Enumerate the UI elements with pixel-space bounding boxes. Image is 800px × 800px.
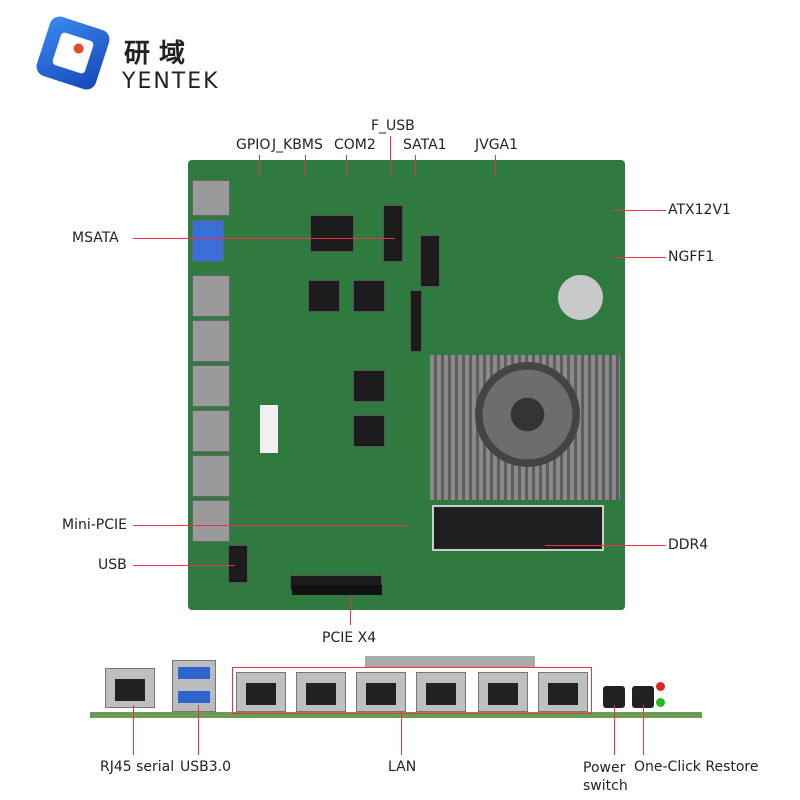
brand-name-cn: 研 域	[124, 39, 186, 69]
label-usb: USB	[98, 557, 127, 573]
label-mini-pcie: Mini-PCIE	[62, 517, 127, 533]
label-f-usb: F_USB	[371, 118, 415, 134]
label-ngff1: NGFF1	[668, 249, 715, 265]
lan-port	[356, 672, 406, 712]
label-ddr4: DDR4	[668, 537, 709, 553]
label-j-kbms: J_KBMS	[272, 137, 323, 153]
power-switch	[603, 686, 625, 708]
pcie-x4-slot	[292, 585, 382, 595]
label-one-click-restore: One-Click Restore	[634, 759, 759, 775]
brand-name-en: YENTEK	[122, 69, 220, 94]
label-gpio: GPIO	[236, 137, 271, 153]
motherboard-io-view	[90, 712, 702, 718]
label-pcie-x4: PCIE X4	[322, 630, 377, 646]
rj45-serial-port	[105, 668, 155, 708]
lan-port	[296, 672, 346, 712]
lan-port	[236, 672, 286, 712]
label-atx12v1: ATX12V1	[668, 202, 731, 218]
usb30-ports	[172, 660, 216, 712]
lan-port	[416, 672, 466, 712]
label-lan: LAN	[388, 759, 417, 775]
label-rj45-serial: RJ45 serial	[100, 759, 175, 775]
lan-highlight-box	[232, 667, 592, 714]
heatsink-side	[365, 656, 535, 668]
restore-button	[632, 686, 654, 708]
led-red	[656, 682, 665, 691]
led-green	[656, 698, 665, 707]
label-power-switch: Power switch	[583, 760, 628, 794]
label-jvga1: JVGA1	[475, 137, 519, 153]
cpu-fan	[475, 362, 580, 467]
label-usb30: USB3.0	[180, 759, 232, 775]
ddr4-slot	[432, 505, 604, 551]
label-msata: MSATA	[72, 230, 119, 246]
lan-port	[478, 672, 528, 712]
lan-port	[538, 672, 588, 712]
brand-logo	[33, 13, 113, 93]
label-com2: COM2	[334, 137, 376, 153]
label-sata1: SATA1	[403, 137, 447, 153]
